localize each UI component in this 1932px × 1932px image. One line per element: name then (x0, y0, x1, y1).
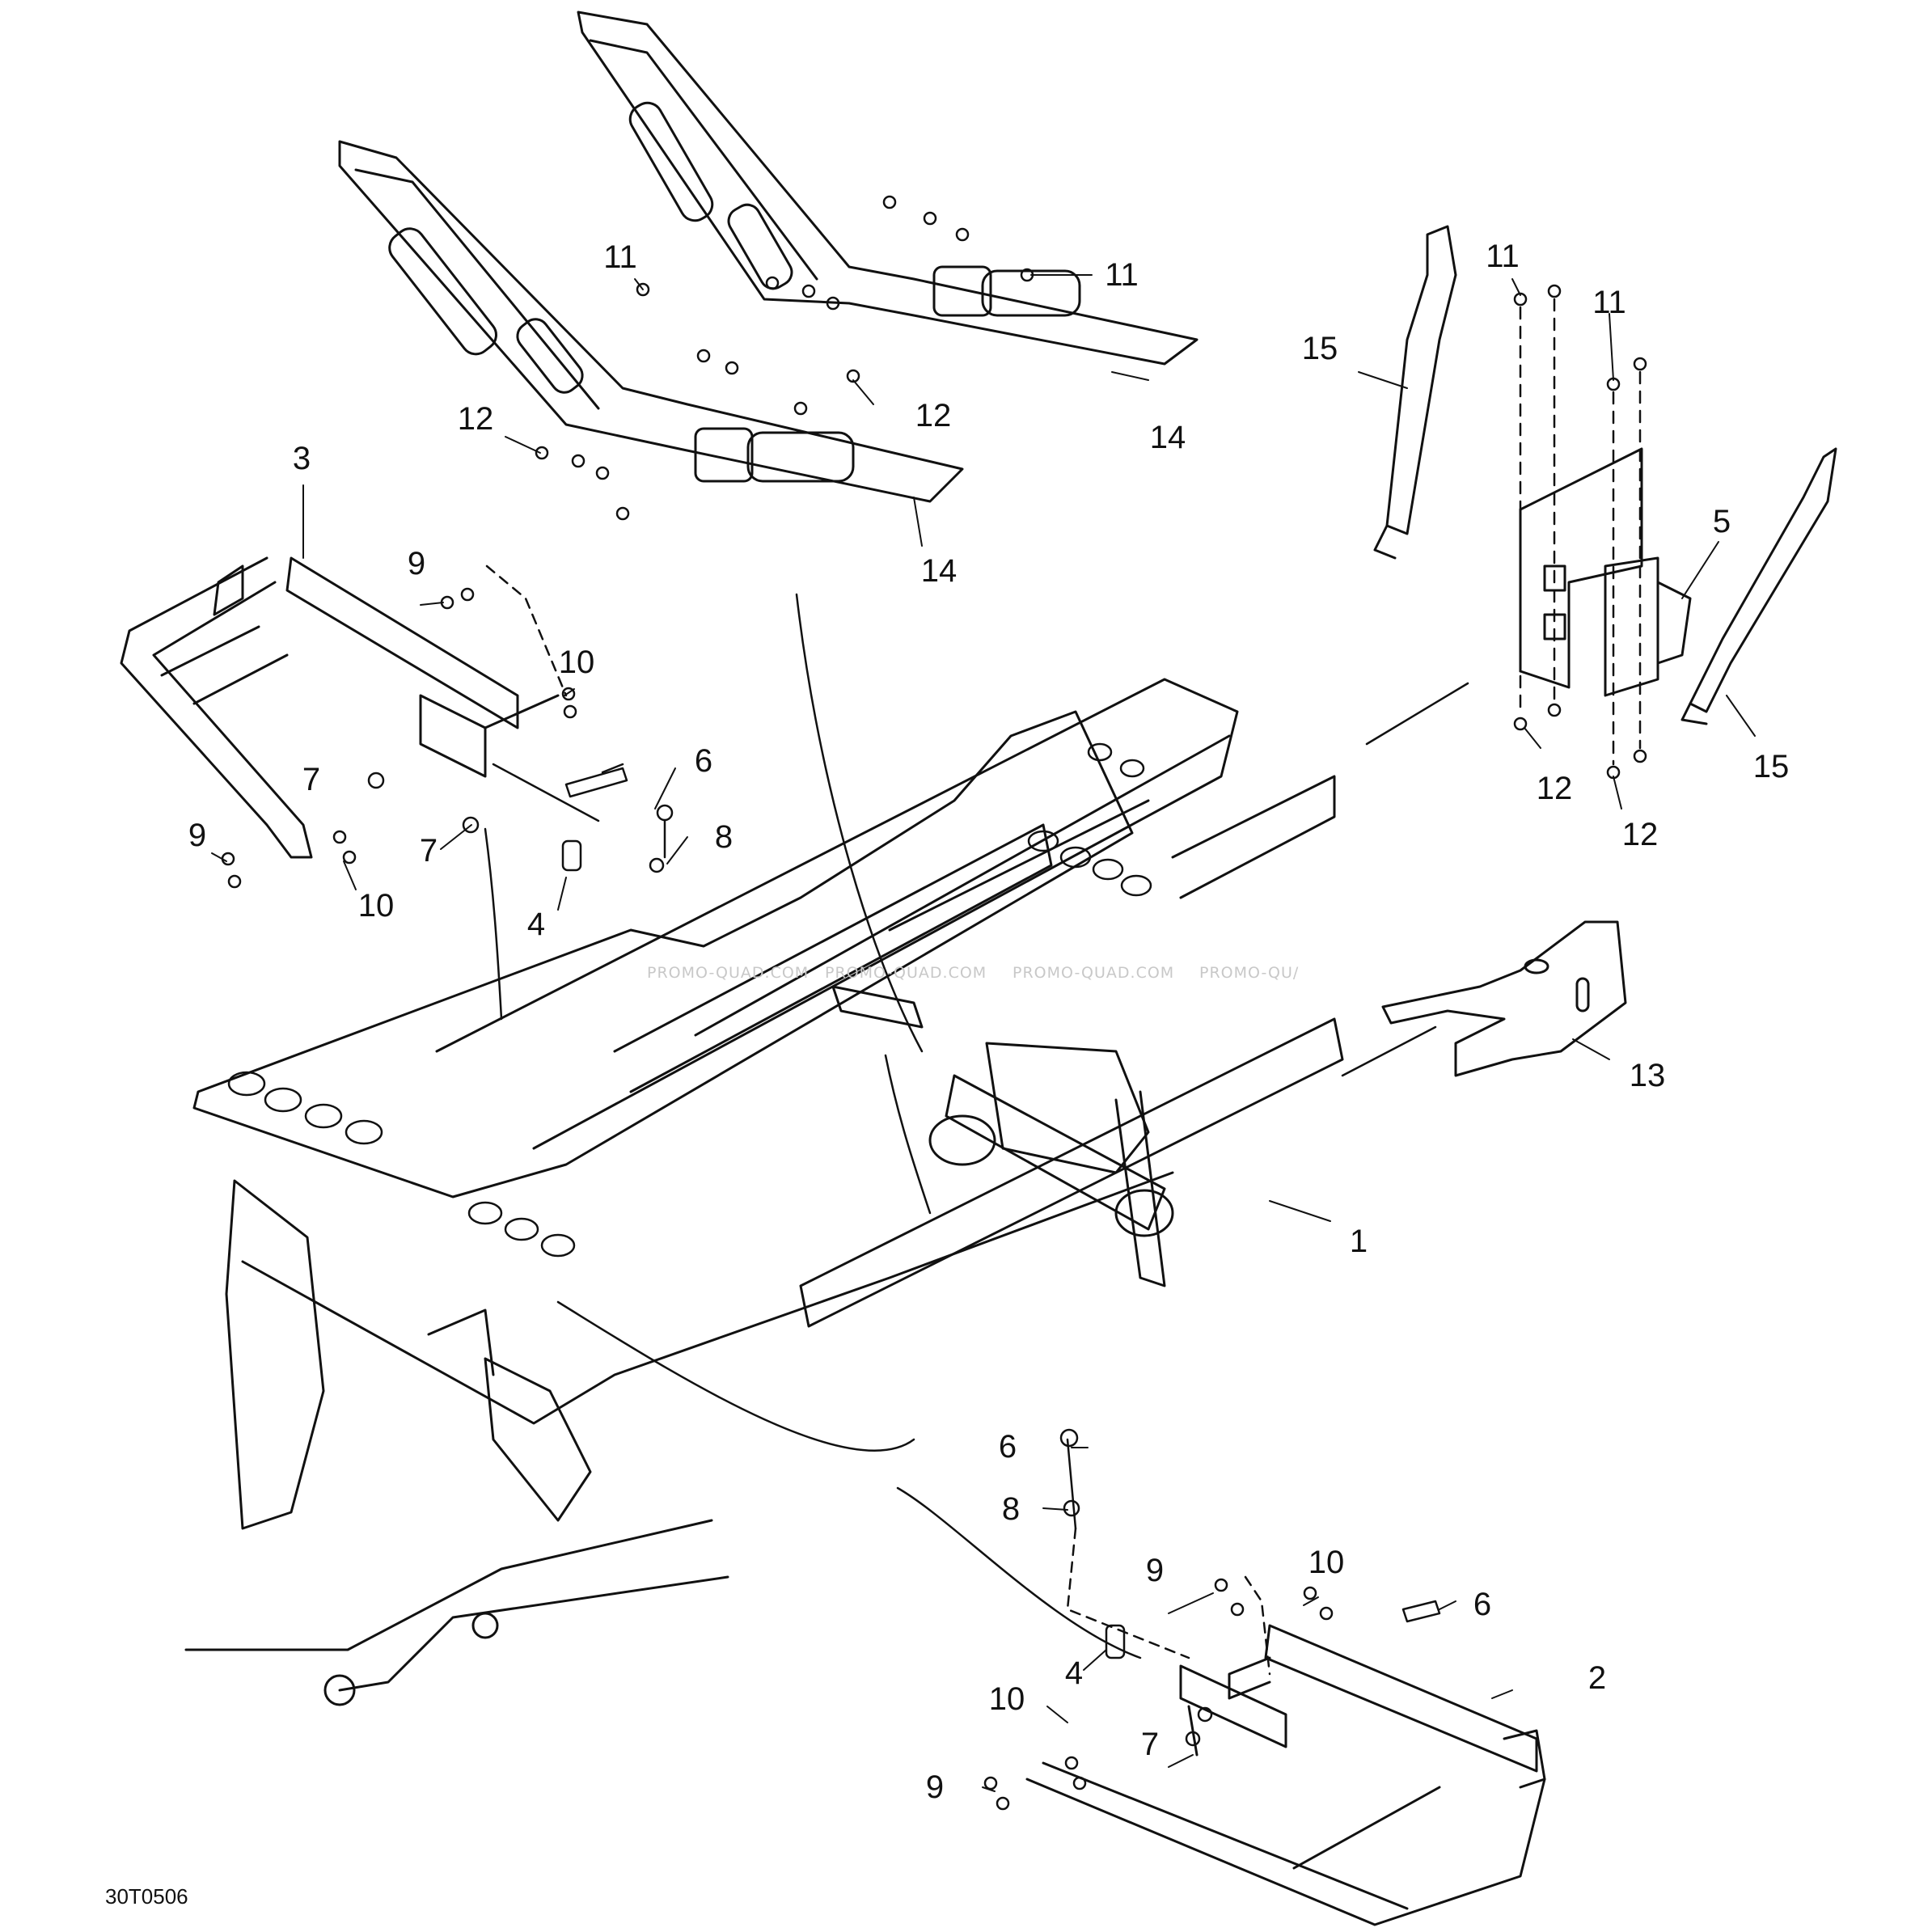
rear-rack-assembly (1025, 1624, 1546, 1926)
drawing-code: 30T0506 (105, 1884, 188, 1909)
front-rack-assembly (120, 556, 560, 859)
callout-10: 10 (1308, 1545, 1345, 1580)
callout-14: 14 (1149, 420, 1186, 455)
callout-3: 3 (292, 441, 311, 476)
callout-12: 12 (1536, 771, 1573, 806)
upper-rail-front (338, 140, 964, 503)
front-frame-bracket-holes (227, 742, 1152, 1258)
rear-brace (1519, 447, 1692, 697)
callout-4: 4 (1064, 1655, 1084, 1691)
callout-10: 10 (558, 645, 595, 680)
callout-10: 10 (988, 1681, 1025, 1717)
callout-7: 7 (419, 833, 438, 869)
upper-rail-rear (577, 11, 1199, 366)
callout-14: 14 (920, 553, 958, 589)
callout-9: 9 (925, 1769, 945, 1805)
callout-7: 7 (302, 762, 321, 797)
callout-1: 1 (1349, 1224, 1368, 1259)
assembly-flow-lines (484, 593, 1469, 1659)
callout-10: 10 (357, 888, 395, 924)
callout-9: 9 (1145, 1553, 1165, 1588)
watermark-text: PROMO-QUAD.COM (1013, 964, 1175, 982)
callout-11: 11 (603, 239, 637, 275)
callout-7: 7 (1140, 1727, 1160, 1762)
main-frame (184, 678, 1344, 1706)
watermark-text: PROMO-QU/ (1199, 964, 1300, 982)
callout-4: 4 (526, 907, 546, 942)
callout-11: 11 (1592, 285, 1626, 320)
callout-8: 8 (1001, 1491, 1021, 1527)
callout-2: 2 (1587, 1660, 1607, 1696)
side-strut-left (1373, 225, 1457, 560)
callout-12: 12 (1621, 817, 1659, 852)
callout-9: 9 (188, 818, 207, 853)
callout-5: 5 (1712, 504, 1731, 539)
callout-13: 13 (1629, 1058, 1666, 1093)
upper-rail-fasteners (535, 195, 1034, 521)
callout-6: 6 (1473, 1587, 1492, 1622)
callout-15: 15 (1301, 331, 1338, 366)
watermark-text: PROMO-QUAD.COM (825, 964, 987, 982)
watermark-text: PROMO-QUAD.COM (647, 964, 810, 982)
callout-15: 15 (1752, 749, 1790, 784)
callout-leaders (211, 274, 1756, 1792)
rear-side-plate (1381, 920, 1627, 1077)
rear-brace-fasteners (1513, 284, 1647, 780)
loose-hardware (221, 564, 1441, 1811)
callout-11: 11 (1105, 257, 1139, 293)
side-strut-right (1680, 447, 1837, 725)
callout-12: 12 (457, 401, 494, 437)
callout-6: 6 (694, 743, 713, 779)
callout-11: 11 (1486, 239, 1520, 274)
callout-6: 6 (998, 1429, 1017, 1465)
callout-9: 9 (407, 546, 426, 581)
callout-8: 8 (714, 819, 733, 855)
callout-12: 12 (915, 398, 952, 433)
